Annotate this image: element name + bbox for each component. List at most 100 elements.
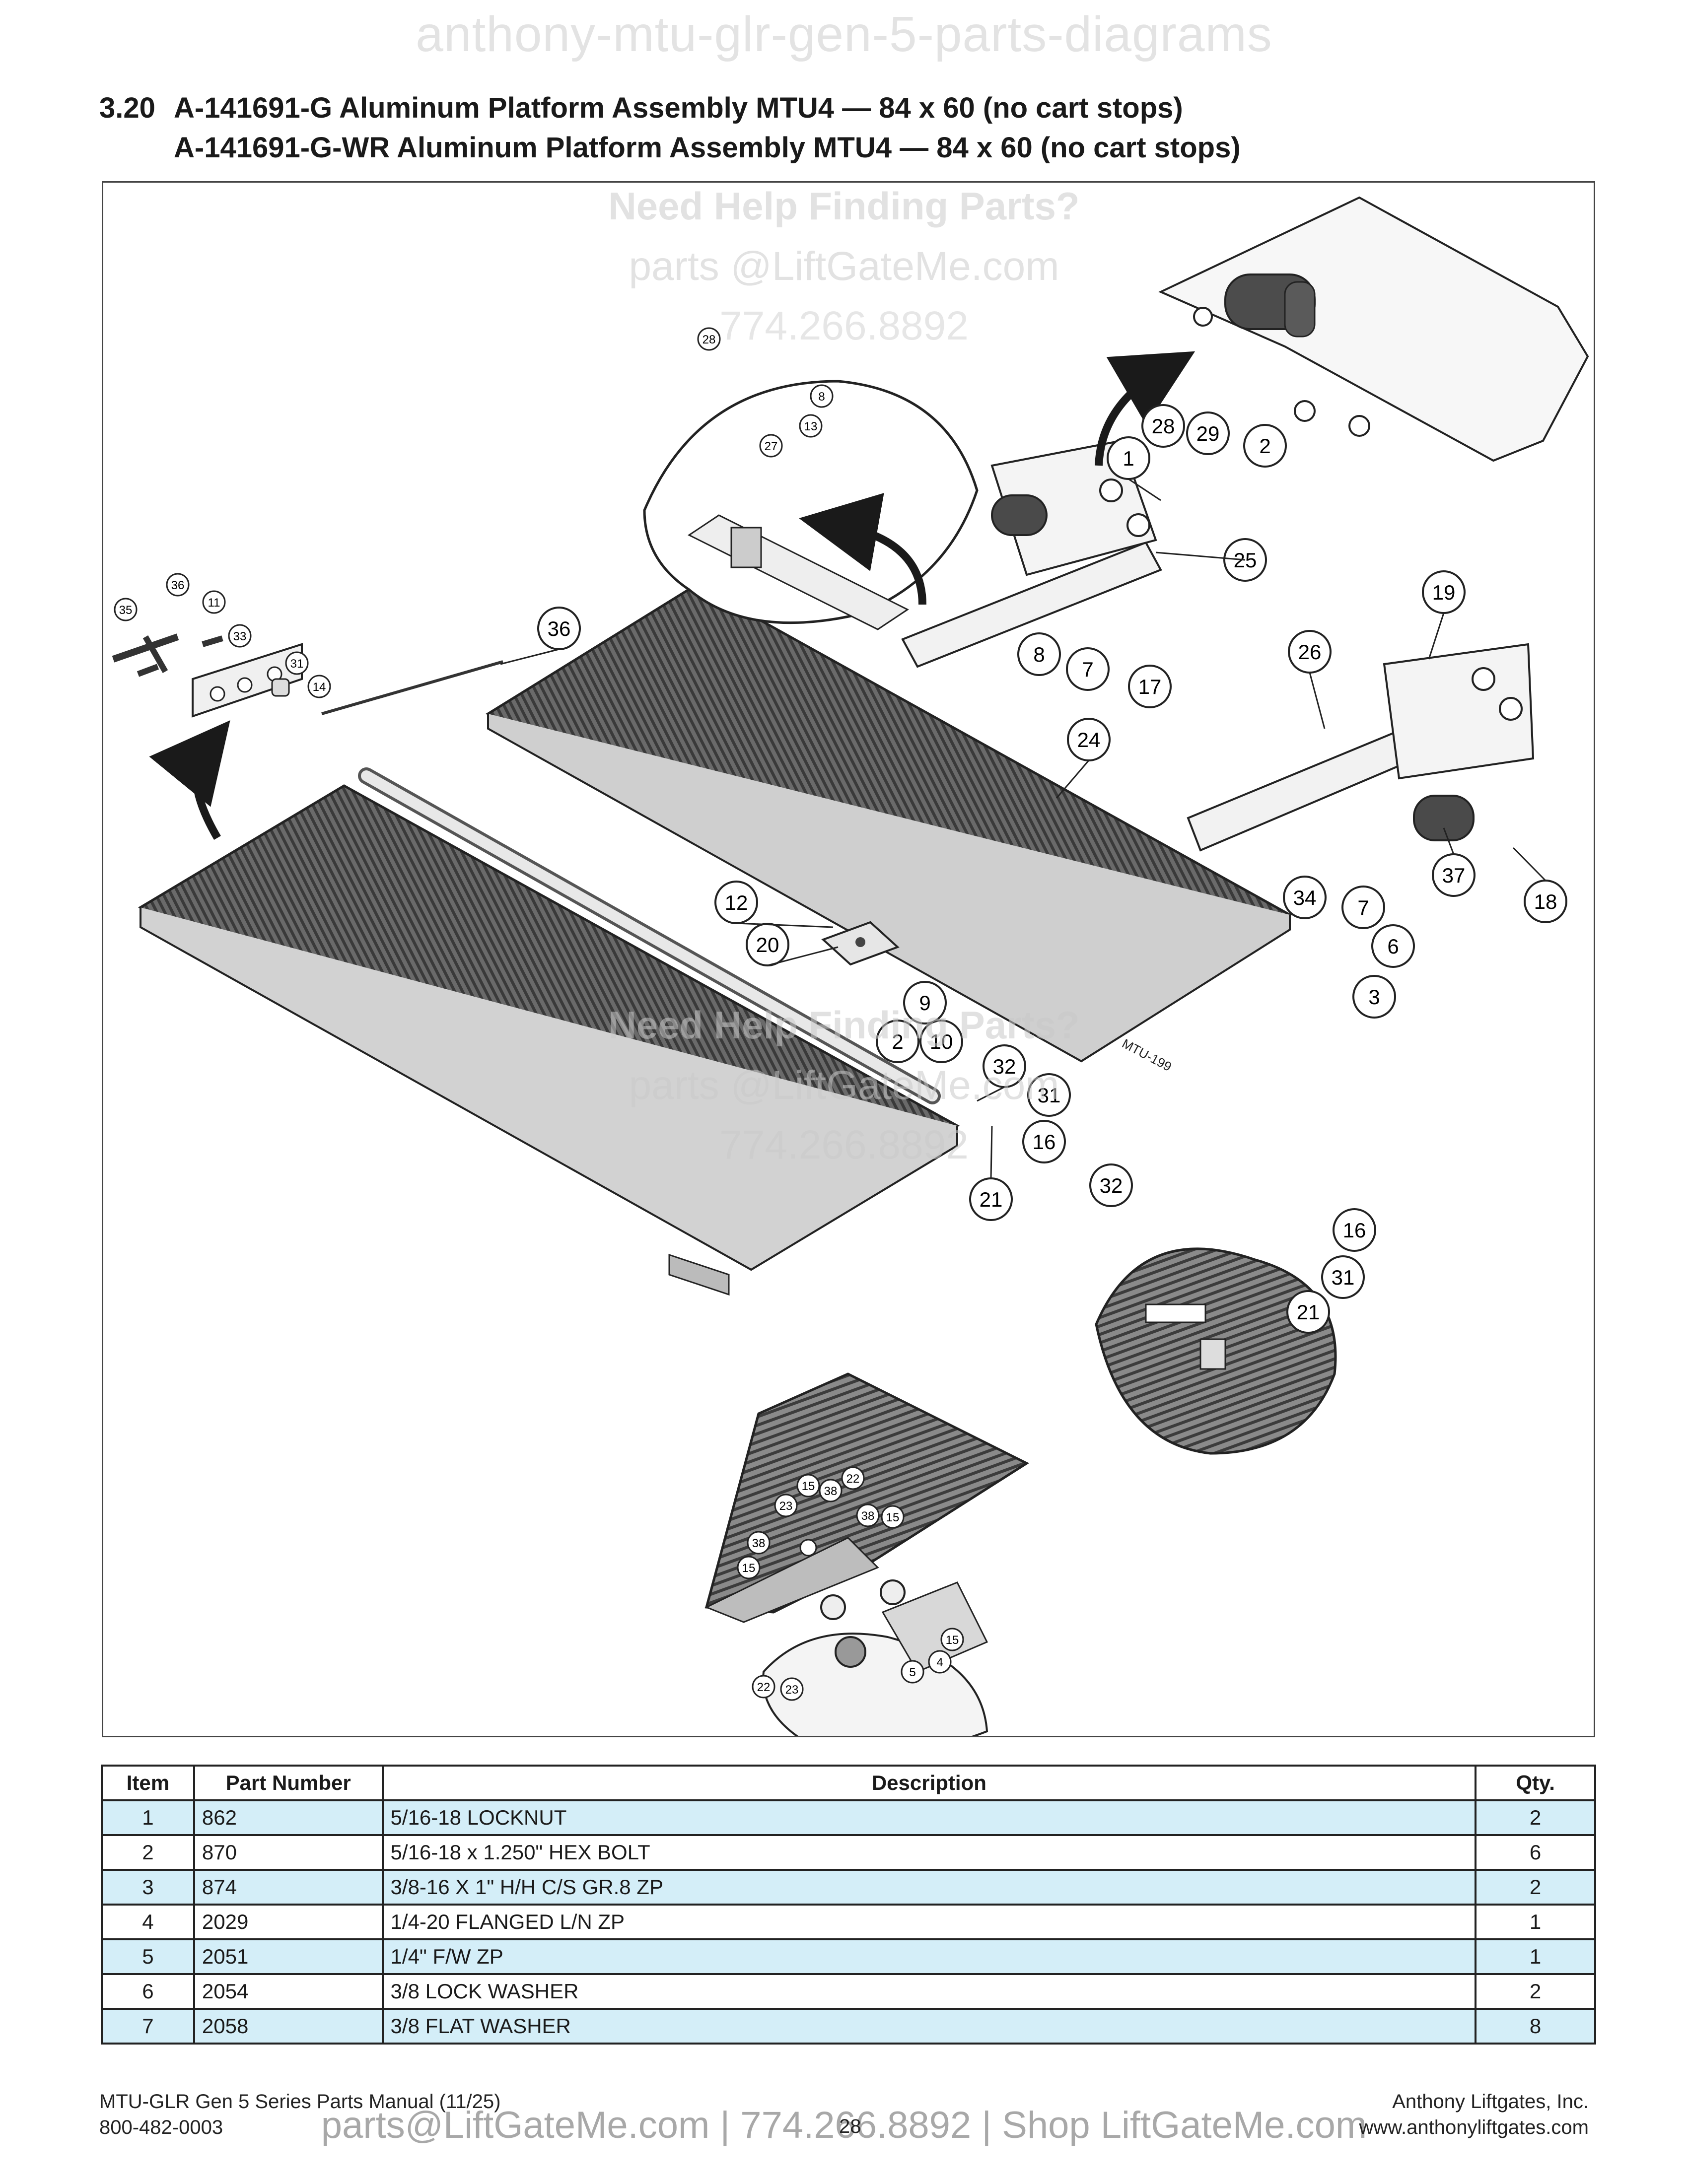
callout-5: 5	[901, 1660, 924, 1684]
cell-item: 5	[101, 1938, 195, 1975]
callout-10: 10	[919, 1020, 963, 1063]
cell-item: 2	[101, 1834, 195, 1871]
title-line-2: A-141691-G-WR Aluminum Platform Assembly…	[174, 132, 1241, 164]
svg-text:18: 18	[1534, 890, 1557, 913]
svg-text:31: 31	[1038, 1084, 1061, 1107]
svg-text:35: 35	[119, 604, 133, 617]
callout-3: 3	[1352, 975, 1396, 1019]
table-row: 2 870 5/16-18 x 1.250" HEX BOLT 6	[101, 1834, 1596, 1871]
section-number: 3.20	[99, 92, 155, 124]
callout-15-b: 15	[881, 1505, 905, 1529]
callout-22-b: 22	[752, 1675, 775, 1699]
svg-text:6: 6	[1387, 935, 1399, 958]
callout-8-small: 8	[810, 384, 834, 408]
svg-text:15: 15	[946, 1634, 959, 1647]
svg-text:31: 31	[1332, 1266, 1355, 1289]
footer-company: Anthony Liftgates, Inc.	[1392, 2091, 1589, 2113]
svg-text:11: 11	[208, 596, 220, 610]
callout-31-center: 31	[1027, 1073, 1071, 1117]
callout-33: 33	[228, 624, 252, 648]
page-number: 28	[839, 2116, 861, 2137]
callout-34: 34	[1283, 876, 1327, 919]
cell-description: 3/8 FLAT WASHER	[381, 2008, 1477, 2045]
svg-text:26: 26	[1298, 640, 1322, 664]
title-line-1: A-141691-G Aluminum Platform Assembly MT…	[174, 92, 1183, 124]
cell-part-number: 2058	[193, 2008, 384, 2045]
callout-32-inset: 32	[1089, 1163, 1133, 1207]
svg-text:22: 22	[757, 1681, 771, 1694]
svg-text:38: 38	[752, 1537, 766, 1550]
callout-21-center: 21	[969, 1177, 1013, 1221]
footer-website[interactable]: www.anthonyliftgates.com	[1359, 2116, 1589, 2138]
svg-text:31: 31	[290, 657, 304, 671]
footer-manual: MTU-GLR Gen 5 Series Parts Manual (11/25…	[99, 2091, 501, 2113]
svg-text:5: 5	[909, 1666, 915, 1679]
callout-36: 36	[537, 607, 581, 650]
inset-side-detail	[1095, 1247, 1337, 1455]
cell-description: 5/16-18 LOCKNUT	[381, 1799, 1477, 1836]
svg-text:37: 37	[1442, 864, 1466, 887]
header-part-number: Part Number	[193, 1765, 384, 1801]
svg-text:29: 29	[1196, 422, 1220, 445]
svg-text:34: 34	[1293, 886, 1317, 909]
callout-24: 24	[1067, 718, 1111, 761]
inset-bottom-upper	[704, 1372, 1030, 1623]
cell-item: 3	[101, 1869, 195, 1906]
svg-text:1: 1	[1123, 447, 1134, 470]
callout-2-center: 2	[876, 1020, 919, 1063]
watermark-phone-2: 774.266.8892	[719, 1122, 969, 1167]
callout-19: 19	[1422, 570, 1466, 614]
footer-right: Anthony Liftgates, Inc. www.anthonyliftg…	[1359, 2089, 1589, 2140]
parts-diagram: MTU-199	[102, 181, 1595, 1737]
callout-18: 18	[1524, 880, 1567, 923]
svg-text:17: 17	[1138, 675, 1162, 698]
callout-38-b: 38	[856, 1503, 880, 1527]
inset-top-right	[1158, 196, 1589, 462]
callout-29: 29	[1186, 411, 1230, 455]
callout-15-c: 15	[737, 1556, 761, 1579]
svg-text:2: 2	[892, 1030, 903, 1053]
svg-text:19: 19	[1432, 581, 1456, 604]
callout-15-d: 15	[940, 1628, 964, 1651]
callout-11: 11	[202, 590, 226, 614]
cell-qty: 2	[1475, 1799, 1596, 1836]
cell-part-number: 874	[193, 1869, 384, 1906]
callout-8: 8	[1017, 632, 1061, 676]
cart-stop-bracket	[112, 633, 303, 718]
svg-text:32: 32	[1100, 1174, 1123, 1197]
cell-qty: 8	[1475, 2008, 1596, 2045]
callout-28: 28	[1141, 404, 1185, 448]
cell-qty: 2	[1475, 1869, 1596, 1906]
watermark-help-2: Need Help Finding Parts?	[608, 1003, 1080, 1047]
svg-text:13: 13	[804, 420, 818, 433]
footer-promo[interactable]: parts@LiftGateMe.com | 774.266.8892 | Sh…	[321, 2104, 1367, 2146]
callout-22-a: 22	[841, 1466, 865, 1490]
callout-27: 27	[759, 434, 783, 458]
svg-text:36: 36	[171, 579, 185, 592]
svg-text:14: 14	[313, 681, 326, 694]
callout-6: 6	[1371, 924, 1415, 968]
svg-text:2: 2	[1259, 434, 1270, 458]
svg-text:10: 10	[930, 1030, 953, 1053]
platform-lower	[138, 767, 960, 1296]
table-row: 7 2058 3/8 FLAT WASHER 8	[101, 2008, 1596, 2045]
cell-qty: 1	[1475, 1938, 1596, 1975]
svg-text:15: 15	[886, 1511, 900, 1524]
cell-item: 6	[101, 1973, 195, 2010]
cell-description: 3/8-16 X 1" H/H C/S GR.8 ZP	[381, 1869, 1477, 1906]
cell-description: 1/4" F/W ZP	[381, 1938, 1477, 1975]
callout-28-small: 28	[697, 327, 721, 351]
callout-16-center: 16	[1022, 1120, 1066, 1163]
callout-2-top: 2	[1243, 424, 1287, 468]
callout-38-c: 38	[747, 1531, 771, 1555]
table-header-row: Item Part Number Description Qty.	[101, 1765, 1596, 1801]
callout-23-b: 23	[780, 1677, 804, 1701]
svg-text:25: 25	[1234, 548, 1257, 572]
callout-20: 20	[746, 923, 789, 966]
svg-text:4: 4	[936, 1656, 943, 1669]
detail-arrows	[149, 351, 1196, 840]
svg-text:38: 38	[824, 1485, 838, 1498]
callout-37: 37	[1432, 853, 1476, 897]
svg-text:9: 9	[919, 991, 930, 1015]
svg-text:20: 20	[756, 933, 779, 956]
